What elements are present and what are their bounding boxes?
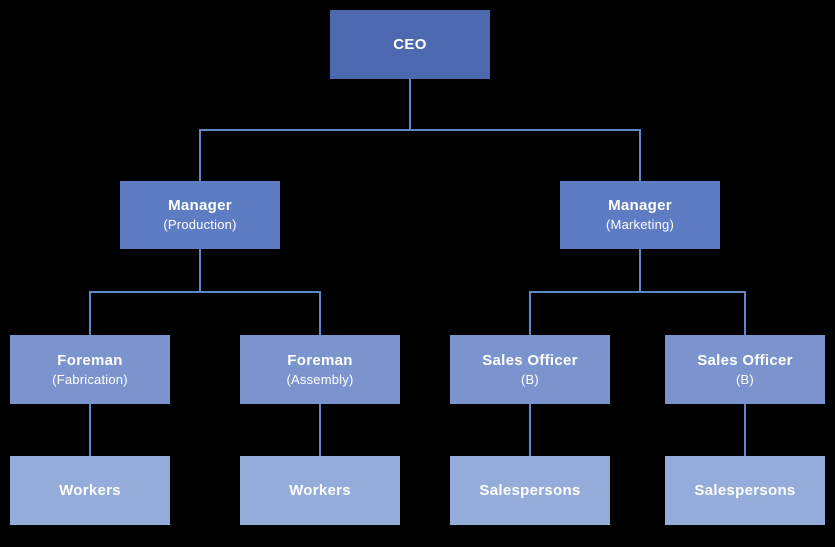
- connector-line: [199, 249, 201, 292]
- connector-line: [744, 291, 746, 335]
- org-node-label: Sales Officer: [482, 351, 578, 369]
- connector-line: [744, 430, 746, 456]
- org-node-sublabel: (B): [521, 371, 539, 387]
- org-node-label: Workers: [59, 481, 121, 499]
- connector-line: [529, 430, 531, 456]
- connector-line: [529, 404, 531, 430]
- org-node-label: Workers: [289, 481, 351, 499]
- org-node-label: Manager: [168, 197, 232, 214]
- org-node-foreman-assembly: Foreman (Assembly): [240, 335, 400, 404]
- org-node-manager-marketing: Manager (Marketing): [560, 181, 720, 249]
- org-node-sales-officer-right: Sales Officer (B): [665, 335, 825, 404]
- connector-line: [639, 129, 641, 181]
- connector-line: [89, 291, 321, 293]
- org-node-label: Salespersons: [694, 481, 796, 499]
- org-node-manager-production: Manager (Production): [120, 181, 280, 249]
- org-node-workers-left: Workers: [10, 456, 170, 525]
- org-node-label: Salespersons: [479, 481, 581, 499]
- connector-line: [319, 404, 321, 430]
- org-node-label: Manager: [608, 197, 672, 214]
- org-node-label: CEO: [393, 35, 427, 53]
- connector-line: [319, 430, 321, 456]
- org-node-label: Foreman: [57, 351, 123, 369]
- org-node-sublabel: (B): [736, 371, 754, 387]
- org-node-foreman-fabrication: Foreman (Fabrication): [10, 335, 170, 404]
- connector-line: [89, 430, 91, 456]
- connector-line: [89, 291, 91, 335]
- org-node-sublabel: (Marketing): [606, 217, 674, 232]
- org-node-ceo: CEO: [330, 10, 490, 79]
- connector-line: [639, 249, 641, 292]
- org-node-sales-officer-left: Sales Officer (B): [450, 335, 610, 404]
- connector-line: [199, 129, 641, 131]
- org-node-workers-right: Workers: [240, 456, 400, 525]
- org-node-salespersons-right: Salespersons: [665, 456, 825, 525]
- org-node-label: Sales Officer: [697, 351, 793, 369]
- org-node-salespersons-left: Salespersons: [450, 456, 610, 525]
- org-node-sublabel: (Assembly): [286, 371, 354, 387]
- connector-line: [89, 404, 91, 430]
- connector-line: [409, 79, 411, 130]
- connector-line: [319, 291, 321, 335]
- org-node-sublabel: (Production): [163, 217, 237, 232]
- connector-line: [199, 129, 201, 181]
- connector-line: [529, 291, 531, 335]
- connector-line: [744, 404, 746, 430]
- org-node-sublabel: (Fabrication): [52, 371, 128, 387]
- org-node-label: Foreman: [287, 351, 353, 369]
- connector-line: [529, 291, 746, 293]
